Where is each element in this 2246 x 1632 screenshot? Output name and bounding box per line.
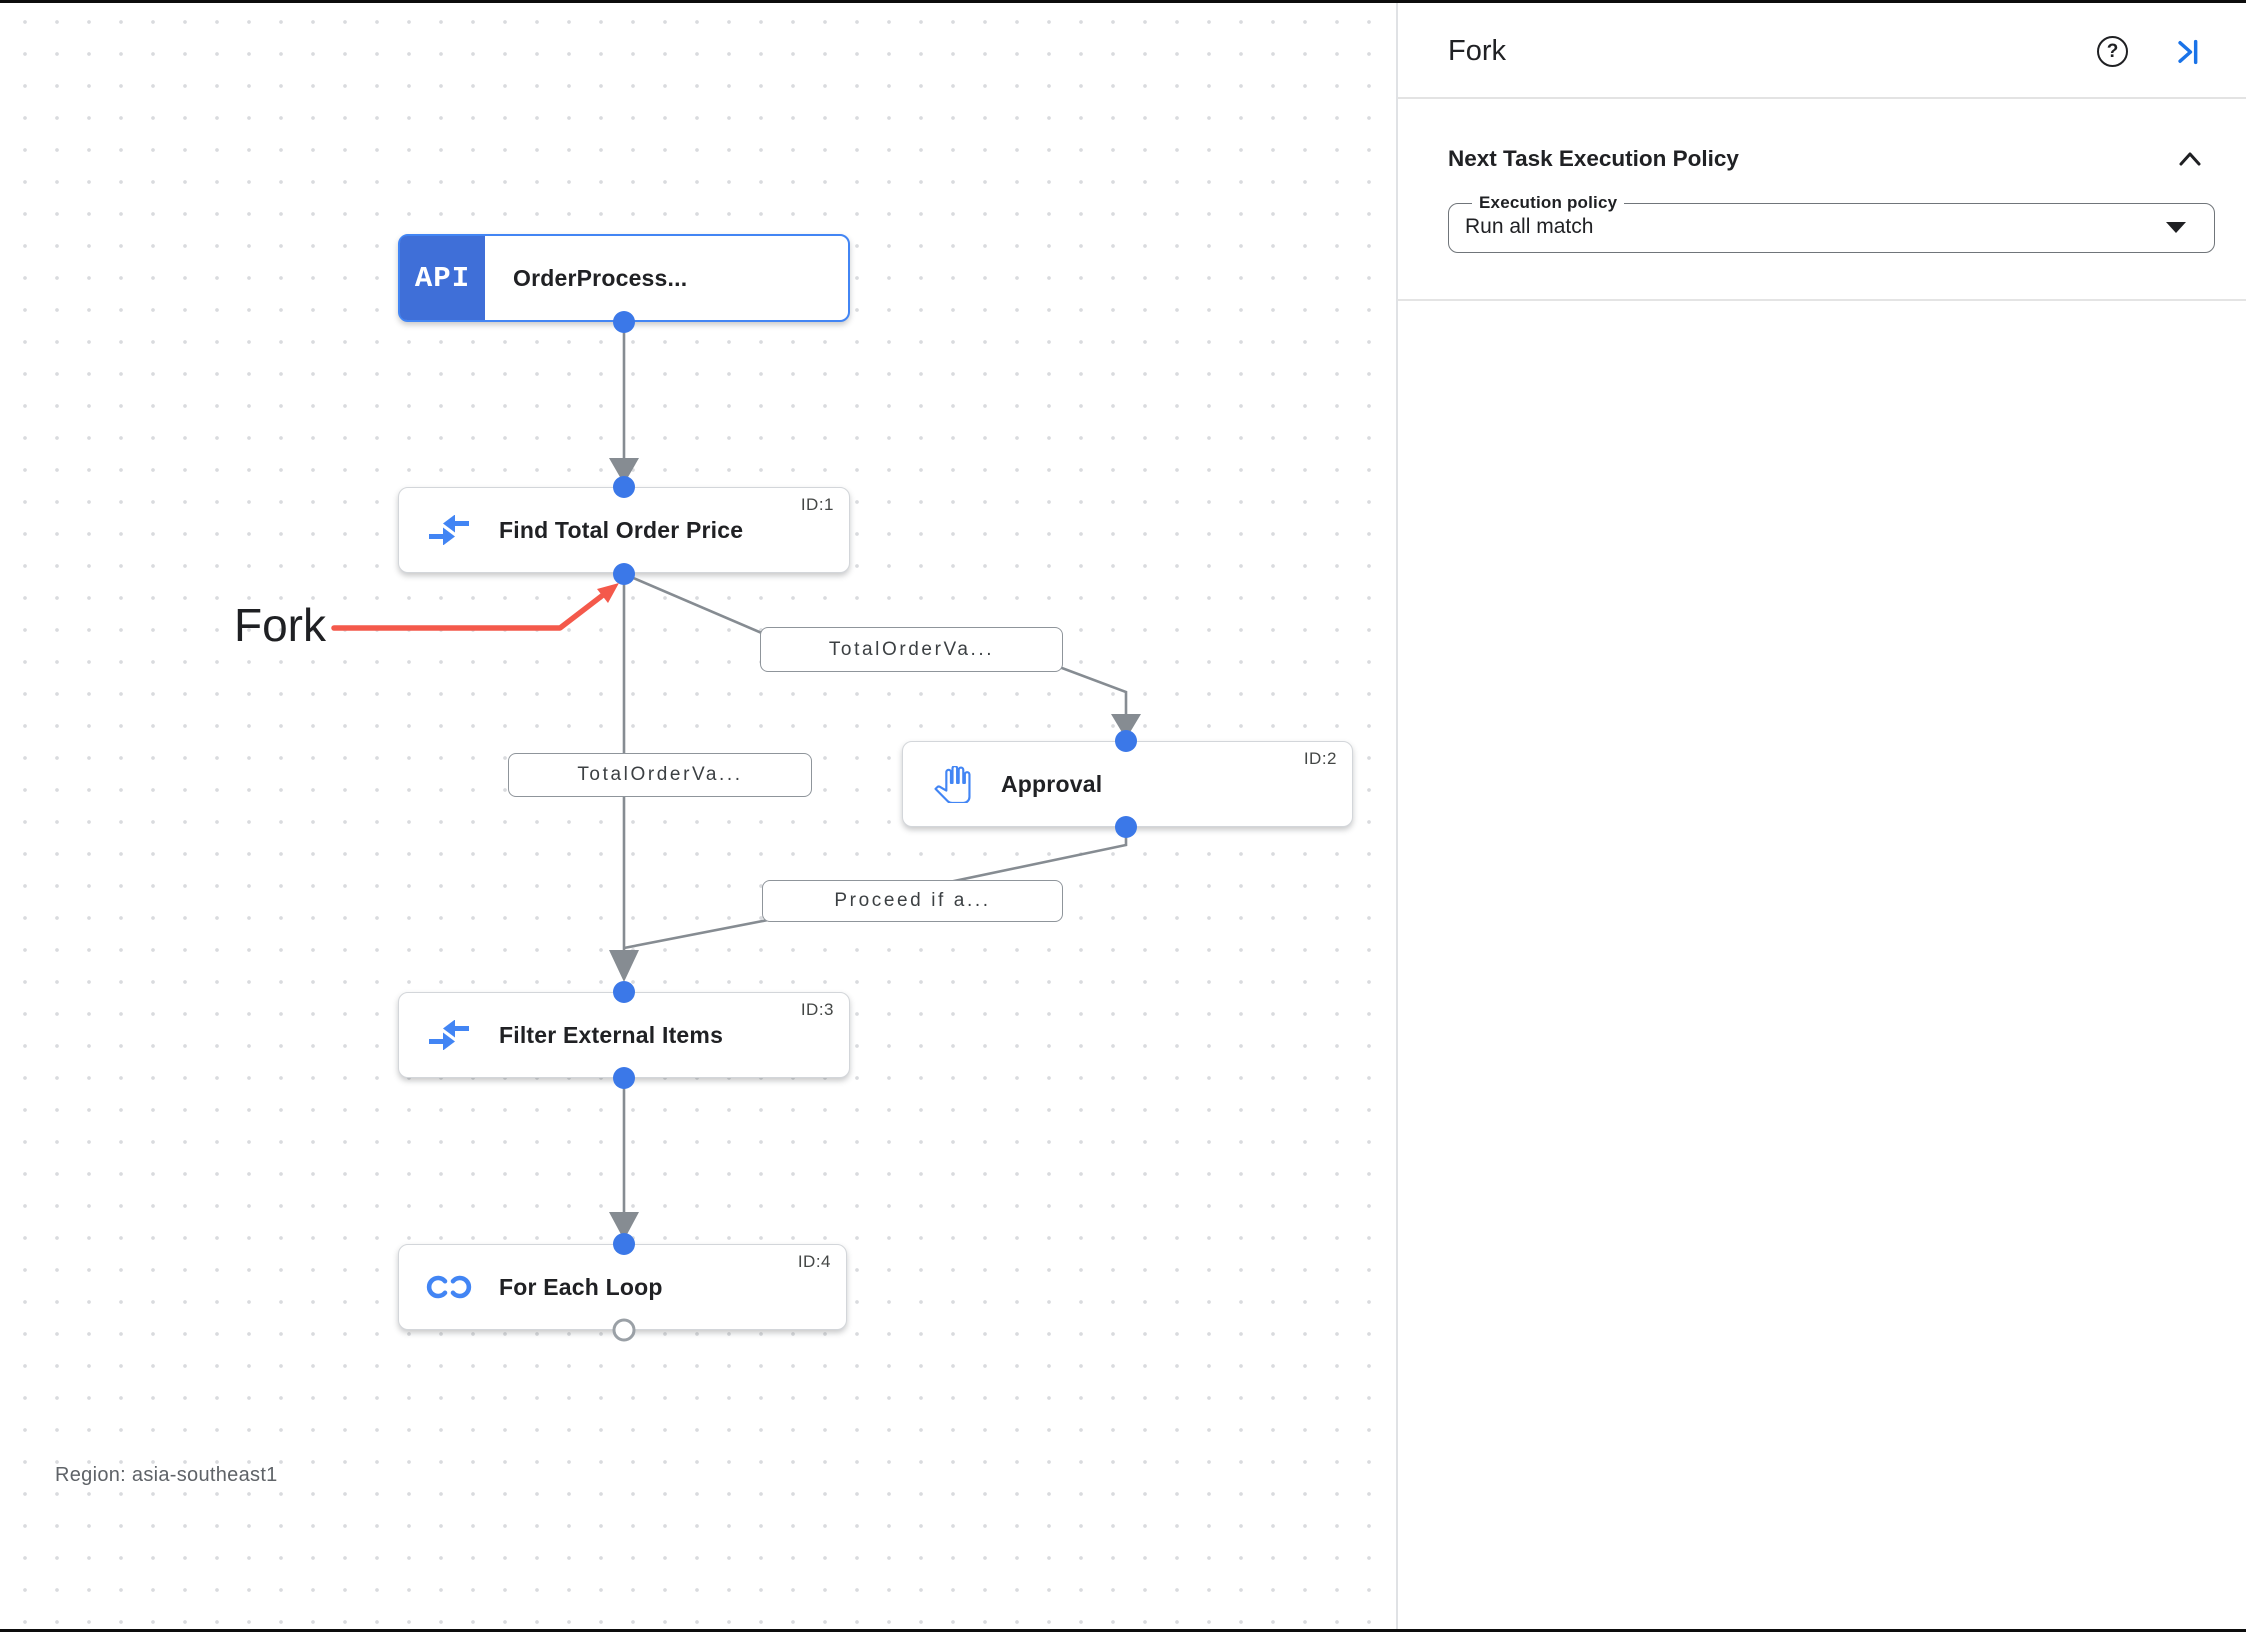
edge-label-proceed-if-approved[interactable]: Proceed if a... — [762, 880, 1063, 922]
node-find-total-order-price[interactable]: Find Total Order Price ID:1 — [398, 487, 850, 573]
node-id-badge: ID:1 — [800, 495, 834, 514]
node-id-badge: ID:3 — [800, 1000, 834, 1019]
section-divider — [1398, 299, 2246, 301]
node-id-badge: ID:2 — [1303, 749, 1337, 768]
api-trigger-icon: API — [400, 236, 485, 320]
execution-policy-select[interactable]: Execution policy Run all match — [1448, 193, 2215, 253]
chevron-up-icon[interactable] — [2177, 149, 2203, 169]
dropdown-caret-icon — [2166, 221, 2186, 233]
node-title: Find Total Order Price — [499, 516, 744, 543]
node-filter-external-items[interactable]: Filter External Items ID:3 — [398, 992, 850, 1078]
collapse-panel-icon[interactable] — [2172, 37, 2202, 67]
window-top-border — [0, 0, 2246, 3]
for-each-loop-icon — [399, 1272, 499, 1302]
node-for-each-loop[interactable]: For Each Loop ID:4 — [398, 1244, 847, 1330]
fork-annotation-arrow — [331, 583, 619, 631]
node-id-badge: ID:4 — [797, 1252, 831, 1271]
node-api-trigger[interactable]: API OrderProcess... — [398, 234, 850, 322]
execution-policy-value: Run all match — [1465, 215, 1594, 238]
data-mapping-icon — [399, 515, 499, 545]
approval-hand-icon — [903, 765, 1001, 803]
execution-policy-label: Execution policy — [1479, 193, 1618, 212]
node-title: Approval — [1001, 770, 1103, 797]
window-bottom-border — [0, 1629, 2246, 1632]
help-icon[interactable]: ? — [2097, 36, 2128, 67]
node-title: For Each Loop — [499, 1273, 663, 1300]
panel-title: Fork — [1448, 35, 1506, 67]
edge-label-total-order-value-to-approval[interactable]: TotalOrderVa... — [760, 627, 1063, 672]
node-title: Filter External Items — [499, 1021, 724, 1048]
panel-header: Fork ? — [1398, 0, 2246, 99]
task-config-panel: Fork ? Next Task Execution Policy Execut… — [1396, 0, 2246, 1632]
node-approval[interactable]: Approval ID:2 — [902, 741, 1353, 827]
next-task-execution-policy-section: Next Task Execution Policy Execution pol… — [1398, 146, 2246, 301]
edge-label-total-order-value-to-filter[interactable]: TotalOrderVa... — [508, 753, 812, 797]
node-title: OrderProcess... — [513, 264, 688, 291]
fork-annotation-text: Fork — [234, 599, 326, 651]
section-title: Next Task Execution Policy — [1448, 146, 1739, 171]
data-mapping-icon — [399, 1020, 499, 1050]
region-label: Region: asia-southeast1 — [55, 1464, 278, 1486]
workflow-canvas[interactable]: API OrderProcess... Find Total Order Pri… — [0, 0, 1396, 1632]
